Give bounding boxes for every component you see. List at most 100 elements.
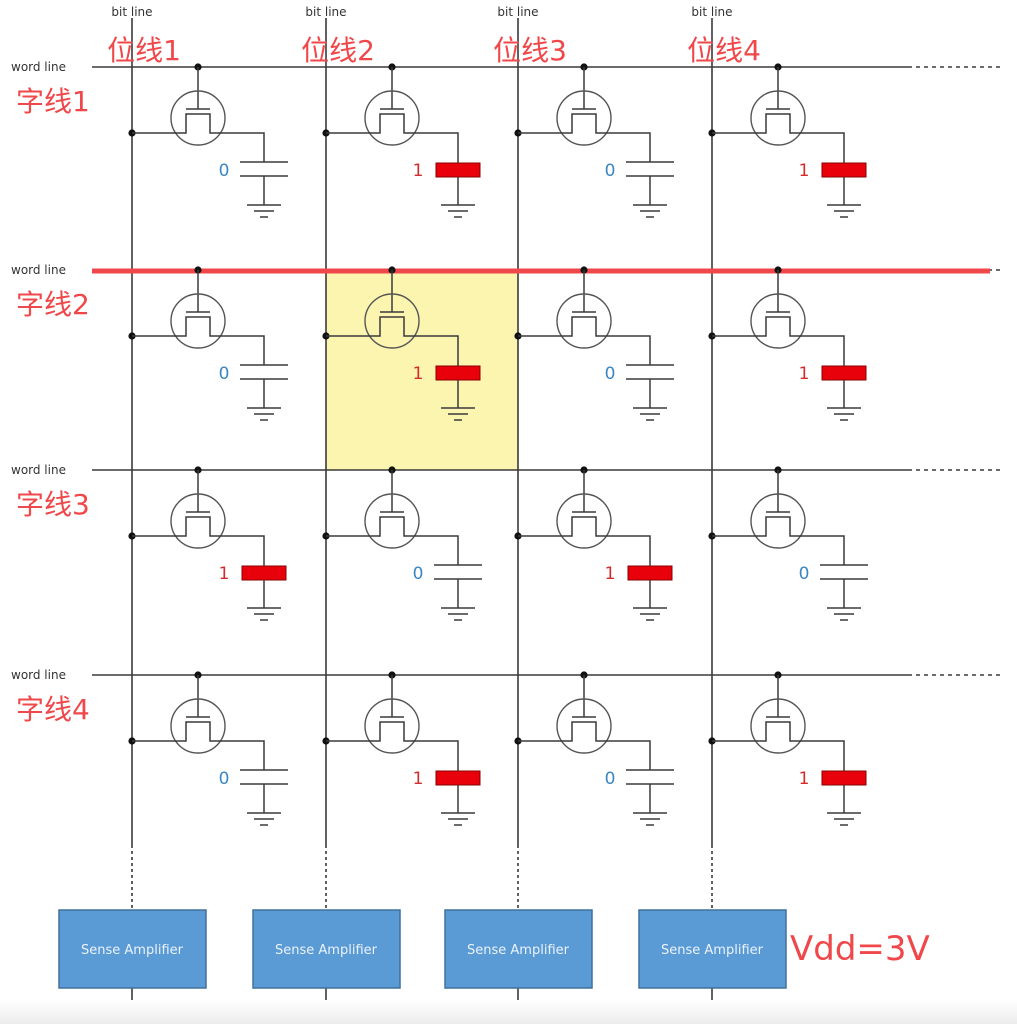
word-line-cn-label: 字线1: [16, 85, 90, 118]
transistor-icon: [364, 293, 420, 349]
cell-value: 0: [605, 769, 616, 789]
charged-capacitor-icon: [821, 365, 867, 381]
transistor-channel: [326, 721, 459, 765]
charged-capacitor-icon: [821, 162, 867, 178]
sense-amplifier-box: [638, 909, 787, 989]
word-line-label: word line: [11, 60, 66, 74]
bottom-edge-fade: [0, 1000, 1017, 1024]
transistor-channel: [518, 316, 651, 360]
cell-value: 1: [413, 161, 424, 181]
bit-line-label: bit line: [305, 5, 346, 19]
memory-cell: 1: [322, 266, 481, 421]
sense-amplifier-label: Sense Amplifier: [275, 943, 378, 958]
transistor-channel: [712, 721, 845, 765]
transistor-channel: [518, 516, 651, 560]
transistor-icon: [556, 90, 612, 146]
sense-amplifier: Sense Amplifier: [58, 909, 207, 989]
transistor-icon: [556, 293, 612, 349]
transistor-icon: [750, 493, 806, 549]
charged-capacitor-icon: [821, 770, 867, 786]
bit-line-cn-label: 位线2: [301, 34, 375, 67]
memory-cell: 0: [128, 671, 288, 826]
sense-amplifier: Sense Amplifier: [252, 909, 401, 989]
memory-cell: 1: [708, 266, 867, 421]
word-line-cn-label: 字线2: [16, 288, 90, 321]
bit-line-cn-label: 位线4: [687, 34, 761, 67]
memory-cell: 0: [128, 63, 288, 218]
bit-line-cn-label: 位线1: [107, 34, 181, 67]
transistor-channel: [132, 113, 265, 157]
sense-amplifier-label: Sense Amplifier: [661, 943, 764, 958]
cell-value: 0: [799, 564, 810, 584]
word-line-label: word line: [11, 263, 66, 277]
word-line-label: word line: [11, 668, 66, 682]
transistor-channel: [326, 516, 459, 560]
memory-cell: 0: [128, 266, 288, 421]
sense-amplifier-label: Sense Amplifier: [467, 943, 570, 958]
highlighted-cell: [326, 270, 518, 470]
memory-cell: 0: [322, 466, 482, 621]
transistor-icon: [364, 90, 420, 146]
transistor-icon: [750, 293, 806, 349]
cell-value: 0: [219, 769, 230, 789]
word-line-label: word line: [11, 463, 66, 477]
charged-capacitor-icon: [627, 565, 673, 581]
cell-value: 1: [413, 769, 424, 789]
cell-value: 0: [219, 364, 230, 384]
transistor-icon: [364, 493, 420, 549]
cell-value: 0: [605, 364, 616, 384]
transistor-icon: [750, 90, 806, 146]
sense-amplifier: Sense Amplifier: [638, 909, 787, 989]
transistor-icon: [556, 493, 612, 549]
memory-cell: 1: [708, 671, 867, 826]
bit-line-label: bit line: [691, 5, 732, 19]
transistor-icon: [170, 493, 226, 549]
memory-cell: 0: [514, 266, 674, 421]
memory-cell: 1: [322, 63, 481, 218]
transistor-channel: [712, 516, 845, 560]
transistor-channel: [326, 113, 459, 157]
bit-line-label: bit line: [497, 5, 538, 19]
transistor-channel: [326, 316, 459, 360]
cell-value: 1: [799, 364, 810, 384]
memory-cell: 0: [514, 671, 674, 826]
transistor-icon: [170, 698, 226, 754]
word-line-cn-label: 字线3: [16, 488, 90, 521]
charged-capacitor-icon: [435, 365, 481, 381]
bit-line-cn-label: 位线3: [493, 34, 567, 67]
transistor-channel: [132, 516, 265, 560]
transistor-channel: [518, 113, 651, 157]
transistor-icon: [170, 90, 226, 146]
vdd-annotation: Vdd=3V: [790, 929, 930, 969]
memory-cell: 0: [708, 466, 868, 621]
charged-capacitor-icon: [435, 770, 481, 786]
sense-amplifier-box: [252, 909, 401, 989]
sense-amplifier-box: [444, 909, 593, 989]
memory-cell: 1: [514, 466, 673, 621]
cell-value: 0: [605, 161, 616, 181]
transistor-channel: [132, 721, 265, 765]
cell-value: 1: [413, 364, 424, 384]
sense-amplifier: Sense Amplifier: [444, 909, 593, 989]
cell-value: 1: [799, 161, 810, 181]
cell-value: 1: [605, 564, 616, 584]
word-line-cn-label: 字线4: [16, 693, 90, 726]
charged-capacitor-icon: [241, 565, 287, 581]
transistor-icon: [750, 698, 806, 754]
bit-line-label: bit line: [111, 5, 152, 19]
transistor-channel: [712, 316, 845, 360]
transistor-channel: [518, 721, 651, 765]
transistor-icon: [364, 698, 420, 754]
cell-value: 0: [413, 564, 424, 584]
charged-capacitor-icon: [435, 162, 481, 178]
sense-amplifier-box: [58, 909, 207, 989]
cell-value: 1: [219, 564, 230, 584]
sense-amplifier-label: Sense Amplifier: [81, 943, 184, 958]
cell-value: 1: [799, 769, 810, 789]
transistor-icon: [170, 293, 226, 349]
memory-cell: 0: [514, 63, 674, 218]
memory-cell: 1: [128, 466, 287, 621]
transistor-icon: [556, 698, 612, 754]
memory-cell: 1: [708, 63, 867, 218]
